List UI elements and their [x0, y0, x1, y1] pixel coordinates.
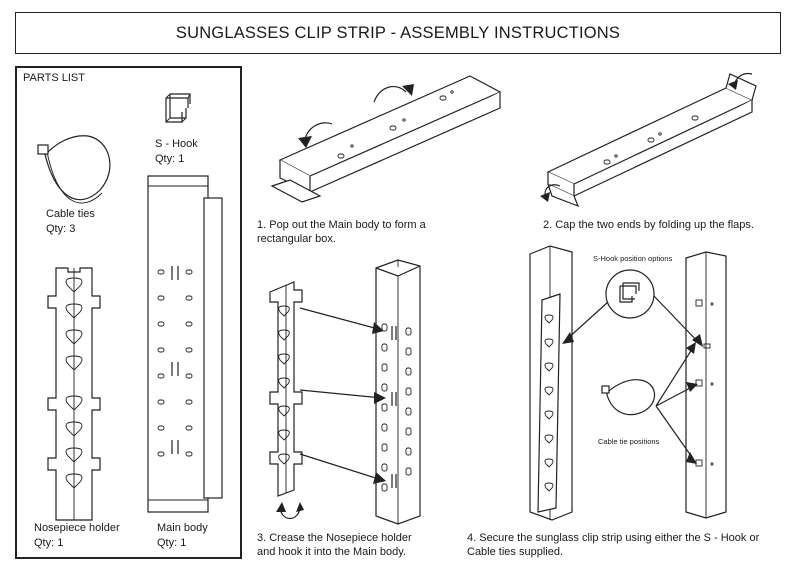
step-3-line-1: 3. Crease the Nosepiece holder [257, 532, 412, 544]
step-3-line-2: and hook it into the Main body. [257, 546, 407, 558]
step-3-drawing [269, 259, 421, 525]
step-2-line-1: 2. Cap the two ends by folding up the fl… [543, 219, 754, 231]
nosepiece-holder-qty: Qty: 1 [34, 537, 64, 549]
step-4-line-2: Cable ties supplied. [467, 546, 564, 558]
nosepiece-holder-drawing [47, 267, 101, 521]
page-title: SUNGLASSES CLIP STRIP - ASSEMBLY INSTRUC… [175, 24, 621, 42]
cable-ties-label: Cable ties [46, 208, 95, 220]
s-hook-icon [619, 282, 640, 303]
main-body-drawing [147, 175, 223, 513]
s-hook-icon [165, 93, 191, 123]
cable-tie-icon [601, 379, 656, 416]
step-2-drawing [540, 72, 757, 208]
step-1-drawing [270, 75, 502, 203]
cable-ties-qty: Qty: 3 [46, 223, 76, 235]
main-body-qty: Qty: 1 [157, 537, 187, 549]
s-hook-detail-circle [605, 269, 655, 319]
step-1-line-2: rectangular box. [257, 233, 336, 245]
cable-tie-icon [37, 135, 111, 204]
title-box: SUNGLASSES CLIP STRIP - ASSEMBLY INSTRUC… [15, 12, 781, 54]
main-body-label: Main body [157, 522, 208, 534]
step-4-caption: 4. Secure the sunglass clip strip using … [467, 531, 759, 559]
nosepiece-holder-label: Nosepiece holder [34, 522, 120, 534]
cable-tie-position-callout: Cable tie positions [598, 437, 660, 446]
step-4-line-1: 4. Secure the sunglass clip strip using … [467, 532, 760, 544]
step-4-drawing [529, 245, 727, 521]
step-3-caption: 3. Crease the Nosepiece holder and hook … [257, 531, 412, 559]
step-1-caption: 1. Pop out the Main body to form a recta… [257, 218, 426, 246]
s-hook-position-callout: S-Hook position options [593, 254, 673, 263]
parts-list-heading: PARTS LIST [23, 72, 85, 84]
arrow-icon [299, 307, 386, 484]
s-hook-label: S - Hook [155, 138, 198, 150]
s-hook-qty: Qty: 1 [155, 153, 185, 165]
arrow-icon [562, 295, 703, 464]
parts-list-panel [15, 66, 242, 559]
step-1-line-1: 1. Pop out the Main body to form a [257, 219, 426, 231]
step-2-caption: 2. Cap the two ends by folding up the fl… [543, 218, 754, 232]
